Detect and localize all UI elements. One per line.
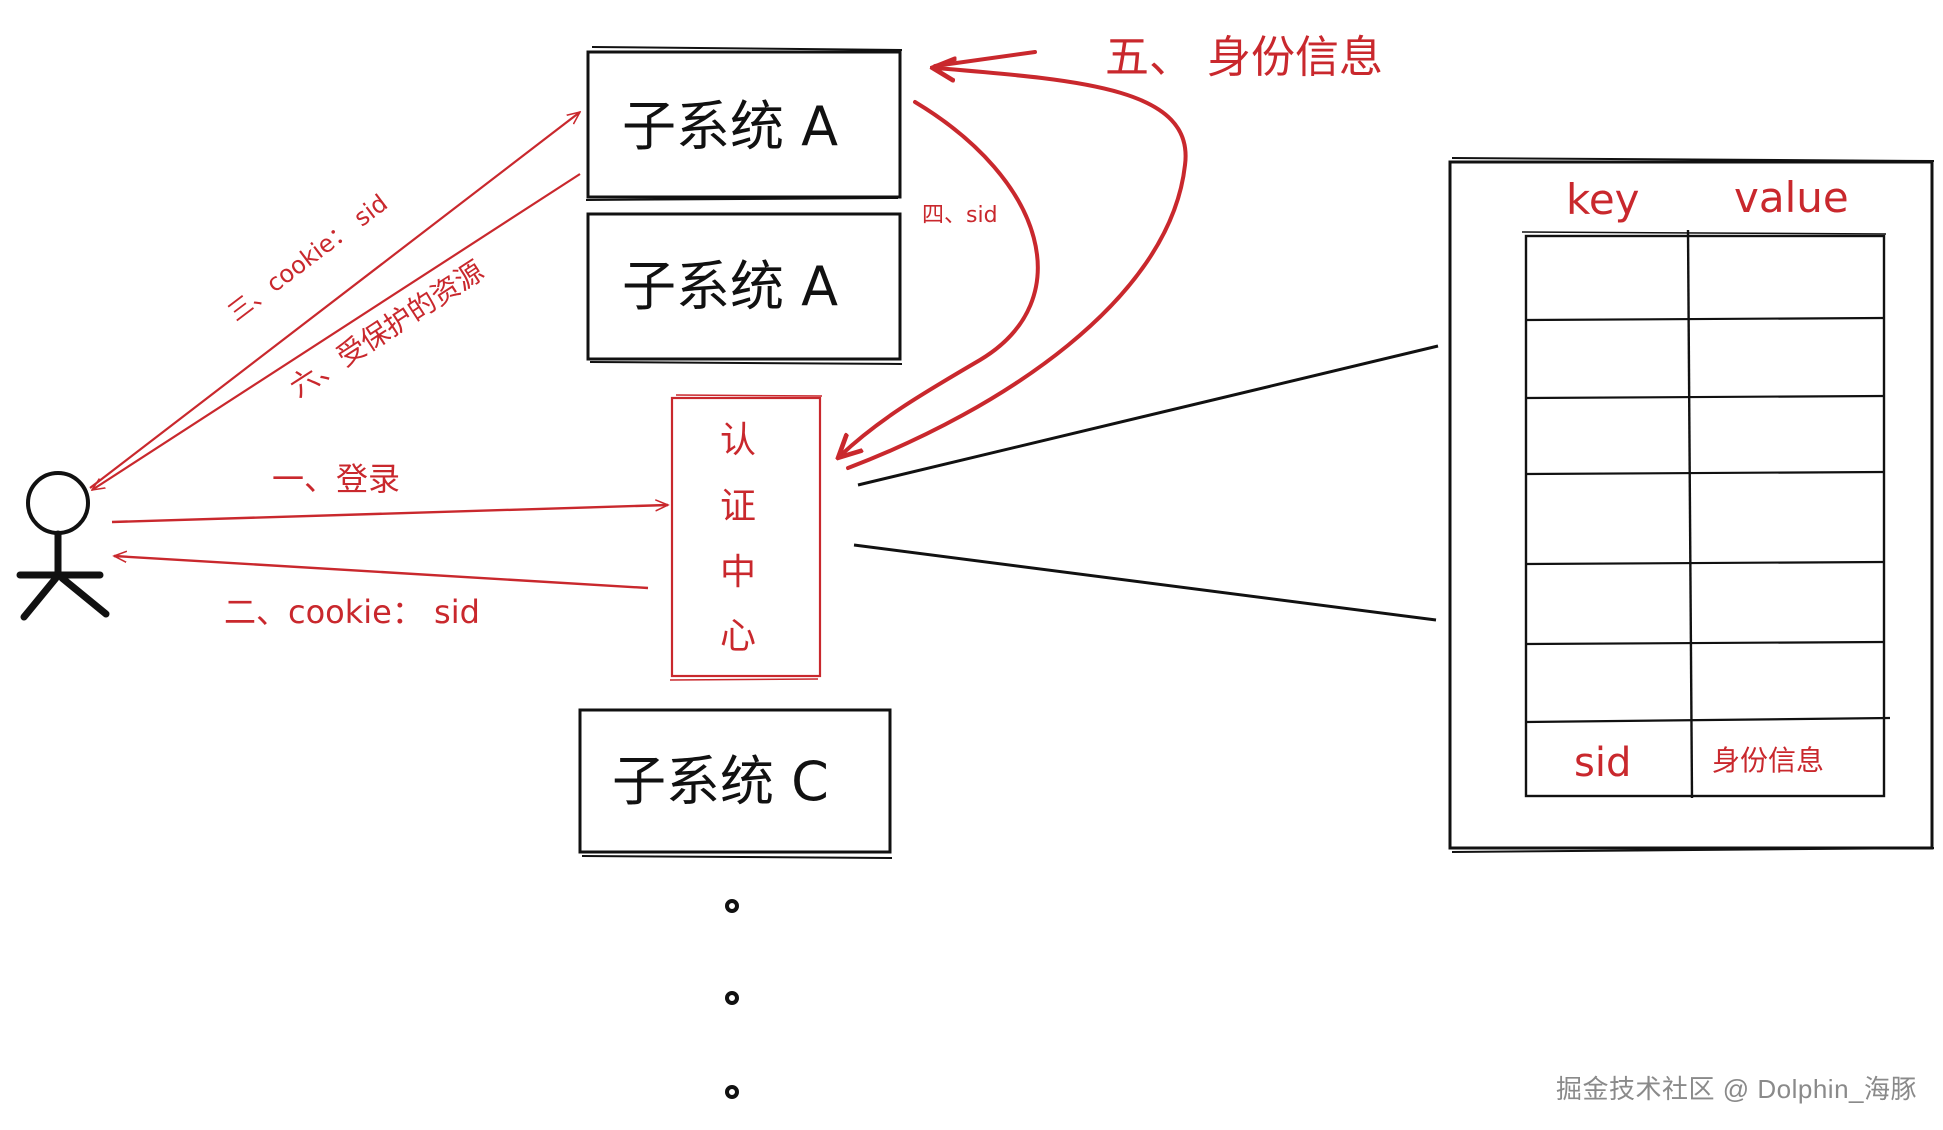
ellipsis-dots — [725, 899, 739, 1099]
auth-center-char-4: 心 — [720, 616, 756, 657]
protected-resource-label: 六、受保护的资源 — [284, 254, 490, 404]
subsystem-a2-box: 子系统 A — [586, 212, 903, 365]
cookie-return-arrow: 二、cookie： sid — [114, 556, 649, 631]
subsystem-a-box: 子系统 A — [585, 46, 903, 201]
store-key-header: key — [1566, 175, 1640, 224]
cookie-return-label: 二、cookie： sid — [224, 593, 480, 631]
sid-forward-arrow: 四、sid — [840, 100, 1040, 456]
auth-center-char-2: 证 — [720, 486, 756, 527]
subsystem-c-box: 子系统 C — [578, 708, 893, 859]
auth-center-char-3: 中 — [720, 552, 756, 593]
login-label: 一、登录 — [272, 460, 400, 498]
store-identity-cell: 身份信息 — [1712, 744, 1824, 777]
identity-info-arrow: 五、 身份信息 — [846, 32, 1383, 470]
subsystem-a2-label: 子系统 A — [622, 255, 838, 318]
auth-center-char-1: 认 — [720, 420, 756, 461]
store-connector-lines — [853, 344, 1439, 622]
cookie-send-arrow: 三、cookie： sid — [89, 112, 580, 489]
subsystem-c-label: 子系统 C — [612, 750, 829, 813]
stick-figure-icon — [16, 471, 110, 621]
identity-info-label: 五、 身份信息 — [1105, 32, 1383, 83]
subsystem-a-label: 子系统 A — [622, 95, 838, 158]
sid-forward-label: 四、sid — [922, 203, 998, 228]
cookie-send-label: 三、cookie： sid — [223, 189, 393, 327]
auth-center-box: 认 证 中 心 — [669, 394, 823, 681]
login-arrow: 一、登录 — [111, 460, 668, 524]
watermark: 掘金技术社区 @ Dolphin_海豚 — [1556, 1074, 1917, 1104]
store-sid-cell: sid — [1574, 740, 1631, 786]
store-value-header: value — [1734, 173, 1849, 222]
session-store: key value sid 身份信息 — [1448, 157, 1935, 853]
store-table-grid — [1521, 229, 1891, 799]
